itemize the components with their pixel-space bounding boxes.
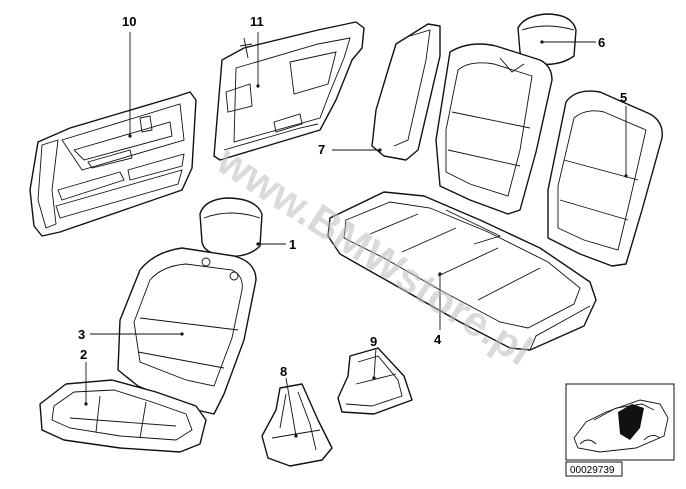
part-5-rear-backrest-right[interactable] [547,90,663,267]
part-8-shift-boot[interactable] [261,383,333,467]
leader-lines [84,32,628,438]
part-9-handbrake-boot[interactable] [337,347,413,415]
callout-8: 8 [280,364,287,379]
callout-6: 6 [598,35,605,50]
callout-5: 5 [620,90,627,105]
callout-4: 4 [434,332,442,347]
callout-7: 7 [318,142,325,157]
callout-labels: 10 11 7 6 5 1 3 2 4 8 9 [78,14,627,379]
part-11-rear-trim-panel[interactable] [213,21,365,161]
callout-9: 9 [370,334,377,349]
reference-code-box: 00029739 [565,461,623,477]
reference-code: 00029739 [570,465,615,476]
callout-1: 1 [289,237,296,252]
part-10-front-door-panel[interactable] [29,91,197,237]
callout-2: 2 [80,347,87,362]
part-1-front-headrest[interactable] [199,197,263,257]
callout-3: 3 [78,327,85,342]
part-2-front-seat-cushion[interactable] [39,379,207,453]
callout-10: 10 [122,14,136,29]
part-rear-backrest-left[interactable] [435,43,553,215]
callout-11: 11 [250,14,264,29]
part-7-side-bolster[interactable] [371,23,441,161]
part-4-rear-seat-cushion[interactable] [327,191,597,351]
part-3-front-backrest[interactable] [117,247,257,415]
car-inset-thumbnail [565,383,675,461]
